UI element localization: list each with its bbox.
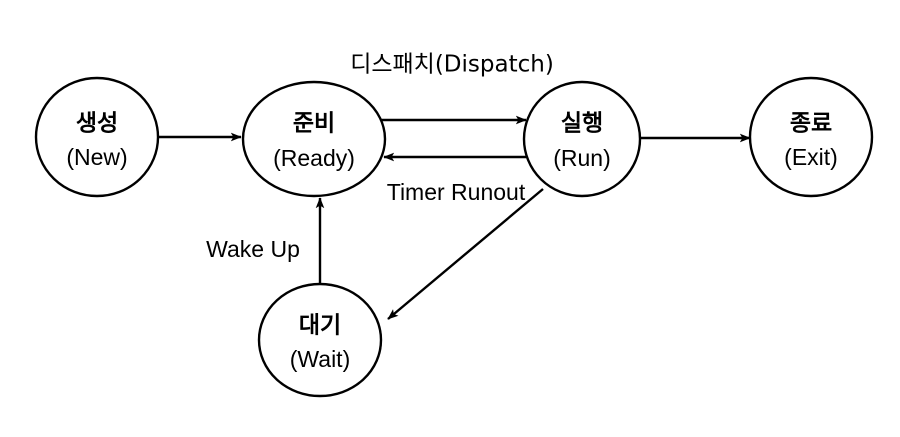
node-new-label-en: (New) [66, 144, 127, 170]
node-wait[interactable]: 대기 (Wait) [257, 282, 383, 398]
node-wait-label-ko: 대기 [299, 313, 341, 339]
node-exit[interactable]: 종료 (Exit) [748, 76, 874, 198]
edge-label-timer-runout: Timer Runout [387, 179, 526, 205]
node-wait-label-en: (Wait) [290, 346, 350, 372]
node-new-label-ko: 생성 [76, 111, 118, 137]
node-new-shape[interactable] [34, 76, 160, 198]
node-exit-label-ko: 종료 [790, 111, 832, 137]
node-run-label-ko: 실행 [561, 111, 603, 137]
edge-label-dispatch: 디스패치(Dispatch) [350, 52, 554, 78]
node-new[interactable]: 생성 (New) [34, 76, 160, 198]
node-run-shape[interactable] [522, 80, 642, 198]
node-exit-shape[interactable] [748, 76, 874, 198]
node-ready-shape[interactable] [241, 80, 387, 198]
node-ready-label-en: (Ready) [273, 145, 355, 171]
node-run-label-en: (Run) [553, 145, 611, 171]
node-run[interactable]: 실행 (Run) [522, 80, 642, 198]
node-wait-shape[interactable] [257, 282, 383, 398]
edge-run-to-wait [387, 188, 544, 320]
edge-run-to-wait-line [387, 188, 544, 320]
node-ready-label-ko: 준비 [293, 111, 335, 137]
edge-label-wake-up: Wake Up [206, 236, 300, 262]
edge-labels-layer: 디스패치(Dispatch) Timer Runout Wake Up [206, 52, 554, 263]
node-ready[interactable]: 준비 (Ready) [241, 80, 387, 198]
edges-layer [159, 115, 751, 320]
node-exit-label-en: (Exit) [784, 144, 838, 170]
nodes-layer: 생성 (New) 준비 (Ready) 실행 (Run) 종료 (Exit) [34, 76, 874, 398]
